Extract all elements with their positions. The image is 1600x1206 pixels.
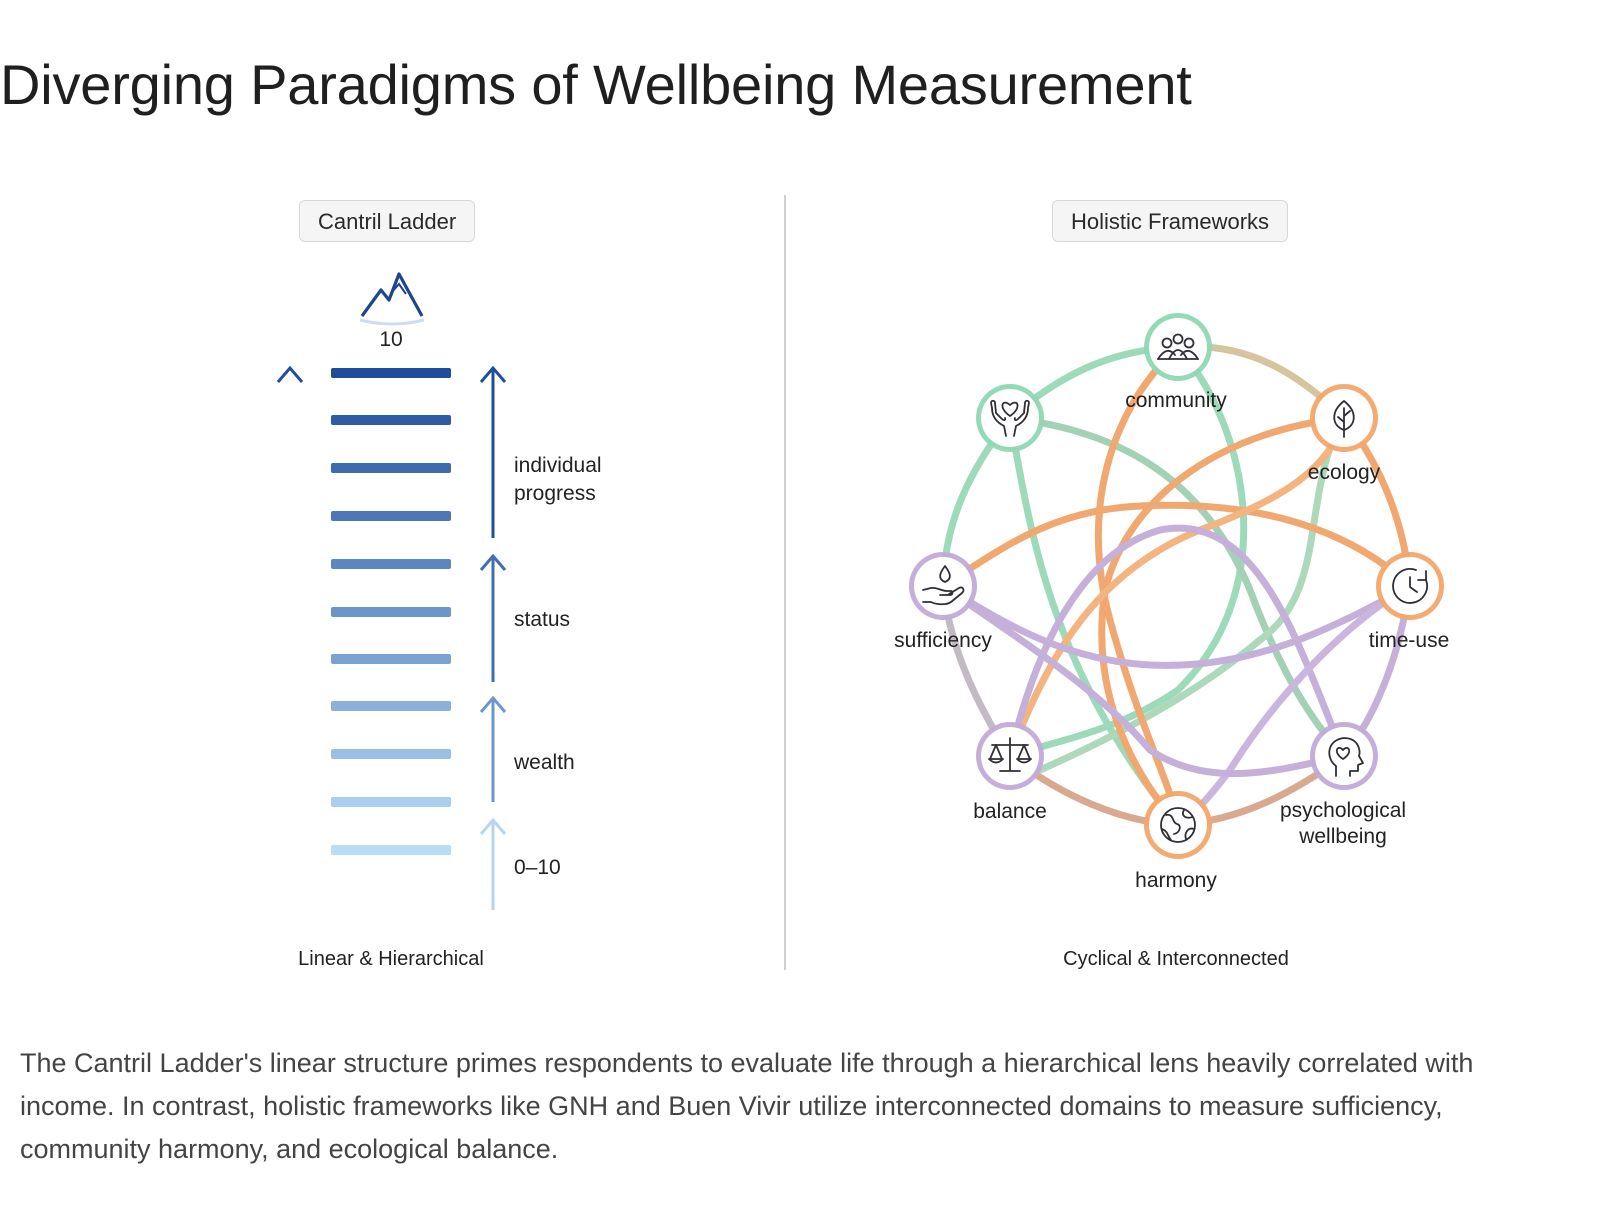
summary-paragraph: The Cantril Ladder's linear structure pr… [20,1048,1474,1164]
ladder-arrows [276,365,507,910]
node-label-sufficiency: sufficiency [894,629,992,652]
scales-icon [988,737,1032,772]
hand-drop-icon [922,565,965,606]
ladder-rung [331,463,451,473]
wealth-arrow [479,695,507,802]
mountain-icon [359,272,425,326]
ladder-rails [322,316,460,911]
ladder-rung [331,701,451,711]
node-sufficiency [909,552,977,620]
range-arrow [479,817,507,910]
ladder-rung [331,845,451,855]
ladder-rung [331,559,451,569]
status-arrow [479,553,507,682]
node-label-harmony: harmony [1135,869,1217,892]
globe-icon [1160,807,1196,843]
node-face [1315,727,1373,785]
status-label: status [514,608,571,631]
ladder-top-value: 10 [379,328,403,351]
node-face [1149,318,1207,376]
wealth-label: wealth [514,751,575,774]
leaf-icon [1333,400,1355,438]
figure-graphics [276,195,1444,970]
node-face [914,557,972,615]
node-ecology [1310,384,1378,452]
range-label: 0–10 [514,856,561,879]
node-label-balance: balance [973,800,1047,823]
cantril-ladder [276,272,507,911]
people-icon [1157,333,1199,360]
holistic-network [909,313,1444,859]
node-harmony [1144,791,1212,859]
long-arrow [276,365,304,910]
progress-label: individual progress [514,454,602,505]
network-caption: Cyclical & Interconnected [1063,948,1289,970]
node-label-community: community [1125,389,1227,412]
clock-icon [1392,568,1428,604]
cantril-ladder-heading: Cantril Ladder [299,200,476,242]
node-label-time-use: time-use [1368,629,1450,652]
node-community [1144,313,1212,381]
node-psychological-wellbeing [1310,722,1378,790]
ladder-rungs [331,368,451,855]
network-nodes [909,313,1444,859]
node-time-use [1376,552,1444,620]
ladder-rung [331,654,451,664]
ladder-rung [331,511,451,521]
ladder-rung [331,368,451,378]
hands-heart-icon [990,399,1030,437]
progress-arrow [479,365,507,538]
holistic-frameworks-heading: Holistic Frameworks [1052,200,1289,242]
node-face [981,389,1039,447]
comparison-figure: Cantril Ladder Holistic Frameworks 10 in… [0,170,1600,1030]
node-label-psychological-wellbeing: psychological wellbeing [1279,799,1407,848]
ladder-rung [331,607,451,617]
node-label-ecology: ecology [1307,461,1381,484]
ladder-rung [331,749,451,759]
node-balance [976,722,1044,790]
node-care [976,384,1044,452]
ladder-rung [331,415,451,425]
head-heart-icon [1328,737,1364,777]
page-title: Diverging Paradigms of Wellbeing Measure… [0,53,1192,116]
ladder-rung [331,797,451,807]
ladder-caption: Linear & Hierarchical [298,948,484,970]
